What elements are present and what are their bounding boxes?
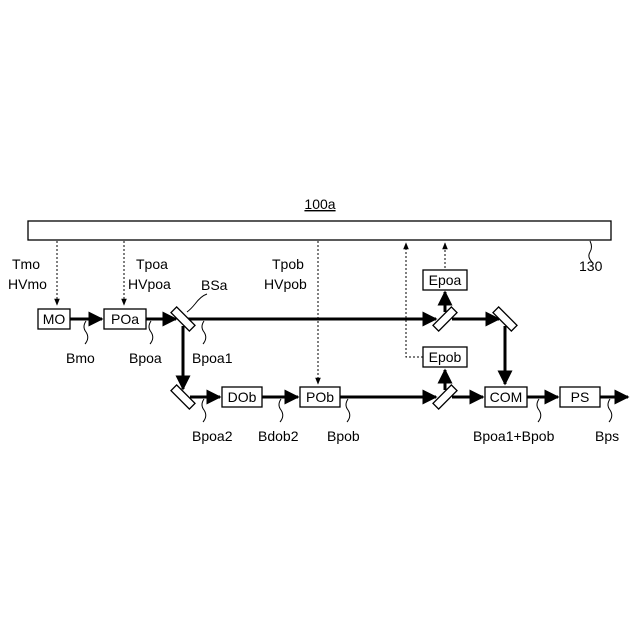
block-com-label: COM <box>490 389 523 405</box>
beam-label-combined: Bpoa1+Bpob <box>473 428 555 444</box>
block-com: COM <box>485 387 527 407</box>
control-label-tpoa: Tpoa <box>136 256 168 272</box>
leader-bpob <box>346 399 350 422</box>
block-mo: MO <box>38 309 70 329</box>
leader-bps <box>608 399 612 422</box>
control-label-hvpoa: HVpoa <box>128 276 171 292</box>
splitter-label-leader <box>187 294 207 312</box>
beam-label-bpoa1: Bpoa1 <box>192 350 233 366</box>
controller-ref-label: 130 <box>579 258 603 274</box>
block-ps: PS <box>560 387 600 407</box>
control-label-hvmo: HVmo <box>8 276 47 292</box>
leader-combined <box>537 399 541 422</box>
beam-label-bpoa: Bpoa <box>129 350 162 366</box>
diagram-title: 100a <box>304 196 335 212</box>
block-dob-label: DOb <box>228 389 257 405</box>
block-mo-label: MO <box>43 311 66 327</box>
leader-bpoa2 <box>202 399 206 422</box>
block-ps-label: PS <box>571 389 590 405</box>
block-pob-label: POb <box>306 389 334 405</box>
control-label-hvpob: HVpob <box>264 276 307 292</box>
block-poa: POa <box>104 309 146 329</box>
beam-label-bmo: Bmo <box>66 350 95 366</box>
block-pob: POb <box>300 387 340 407</box>
beam-label-bdob2: Bdob2 <box>258 428 299 444</box>
beam-label-bpoa2: Bpoa2 <box>192 428 233 444</box>
splitter-label-bsa: BSa <box>201 277 228 293</box>
control-label-tmo: Tmo <box>12 256 40 272</box>
beam-label-bps: Bps <box>595 428 619 444</box>
beam-label-bpob: Bpob <box>327 428 360 444</box>
feedback-line-epob <box>406 243 423 357</box>
block-epob: Epob <box>423 347 467 367</box>
block-poa-label: POa <box>111 311 139 327</box>
leader-bpoa <box>149 321 153 344</box>
block-epob-label: Epob <box>429 349 462 365</box>
leader-bdob2 <box>279 399 283 422</box>
leader-bpoa1 <box>202 321 206 344</box>
controller-bar <box>28 221 611 240</box>
control-label-tpob: Tpob <box>272 256 304 272</box>
block-epoa-label: Epoa <box>429 272 462 288</box>
block-dob: DOb <box>222 387 262 407</box>
leader-bmo <box>84 321 88 344</box>
block-epoa: Epoa <box>423 270 467 290</box>
